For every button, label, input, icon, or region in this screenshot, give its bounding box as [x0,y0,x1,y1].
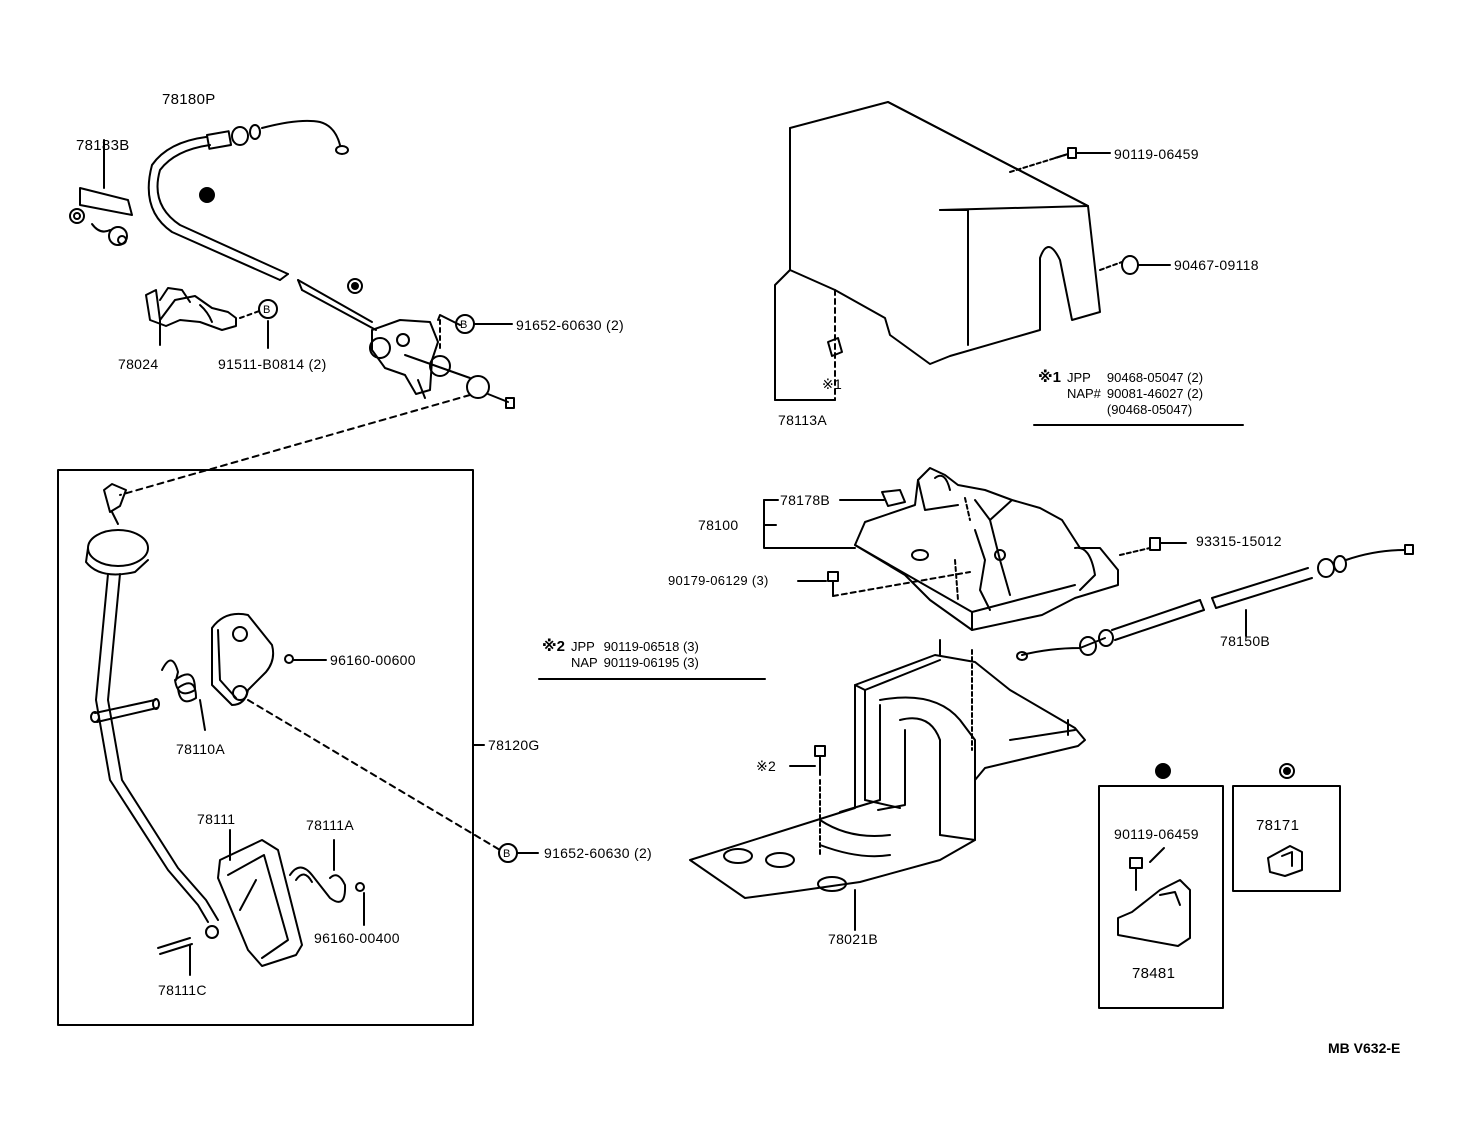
label-78111C: 78111C [158,982,207,998]
label-78024: 78024 [118,356,159,372]
label-78180P: 78180P [162,91,216,108]
note1-part-0: 90468-05047 (2) [1106,370,1204,385]
note-mark1: ※1 JPP 90468-05047 (2) NAP# 90081-46027 … [1038,370,1209,418]
label-78171: 78171 [1256,817,1300,834]
note1-part-1: 90081-46027 (2) [1106,386,1204,401]
pedal-assembly-box-78120G [57,469,474,1026]
callout-b-top-letter: B [460,319,468,331]
shift-bracket-78100 [854,467,1119,631]
cable-78180P [147,119,377,331]
label-78150B: 78150B [1220,633,1271,649]
note2-mark: ※2 [542,638,565,655]
callout-b-bottom-letter: B [503,848,511,860]
note1-part-2: (90468-05047) [1106,402,1193,417]
note2-part-0: 90119-06518 (3) [603,639,699,654]
label-96160-00400: 96160-00400 [314,930,400,946]
bracket-78024 [145,287,269,349]
cable-pivot-assembly [369,314,515,409]
triangle-inset-icon [1155,763,1171,779]
note1-mark: ※1 [1038,369,1061,386]
pin-78111C [157,937,193,976]
label-91652-60630-top: 91652-60630 (2) [516,317,625,333]
label-78111: 78111 [197,811,236,827]
pivot-pin-and-spring [90,659,206,731]
pedal-pad-78111 [217,829,303,967]
label-78183B: 78183B [76,137,130,154]
label-78113A: 78113A [778,412,828,428]
label-78481: 78481 [1132,965,1176,982]
label-90467-09118: 90467-09118 [1174,257,1259,273]
label-90179-06129: 90179-06129 (3) [668,573,769,588]
note-mark2: ※2 JPP 90119-06518 (3) NAP 90119-06195 (… [542,639,705,671]
screw-90119-06459 [1054,147,1111,159]
bolt-mark2 [789,745,826,776]
note1-market-1: NAP# [1066,386,1101,401]
label-78021B: 78021B [828,931,879,947]
cable-78150B [1016,544,1414,661]
note2-market-1: NAP [570,655,598,670]
c-inset-icon [1279,763,1295,779]
triangle-callout-icon [199,187,215,203]
bolt-90179-06129 [797,571,971,597]
label-78120G: 78120G [488,737,540,753]
label-mark1: ※1 [822,376,843,392]
label-78110A: 78110A [176,741,226,757]
inset-box-78171 [1232,785,1341,892]
label-91511-B0814: 91511-B0814 (2) [218,356,327,372]
label-96160-00600: 96160-00600 [330,652,416,668]
label-93315-15012: 93315-15012 [1196,533,1282,549]
c-callout-icon [347,278,363,294]
label-78100: 78100 [698,517,739,533]
clip-90467-09118 [1121,255,1171,275]
label-91652-60630-bottom: 91652-60630 (2) [544,845,653,861]
inset-box-78481 [1098,785,1224,1009]
label-90119-06459-inset: 90119-06459 [1114,826,1199,842]
clip-78183B [69,139,133,246]
note1-market-2 [1067,402,1107,418]
drawing-code: MB V632-E [1328,1040,1401,1056]
base-bracket-78021B [689,639,1086,931]
label-78178B: 78178B [780,492,831,508]
clip-78171 [1267,845,1303,877]
rubber-pad-78178B [881,489,906,507]
note1-market-0: JPP [1066,370,1091,385]
callout-b-left-letter: B [263,304,271,316]
note2-part-1: 90119-06195 (3) [603,655,699,670]
bracket-78481 [1117,847,1191,947]
pedal-bracket-plate [211,612,275,706]
console-cover-78113A [774,101,1123,401]
label-78111A: 78111A [306,817,354,833]
label-90119-06459: 90119-06459 [1114,146,1199,162]
screw-93315-15012 [1119,537,1187,556]
spring-78111A [289,839,365,926]
note2-market-0: JPP [570,639,595,654]
b-callout-left [258,299,278,319]
accelerator-pedal-arm [85,483,219,939]
label-mark2: ※2 [756,758,777,774]
